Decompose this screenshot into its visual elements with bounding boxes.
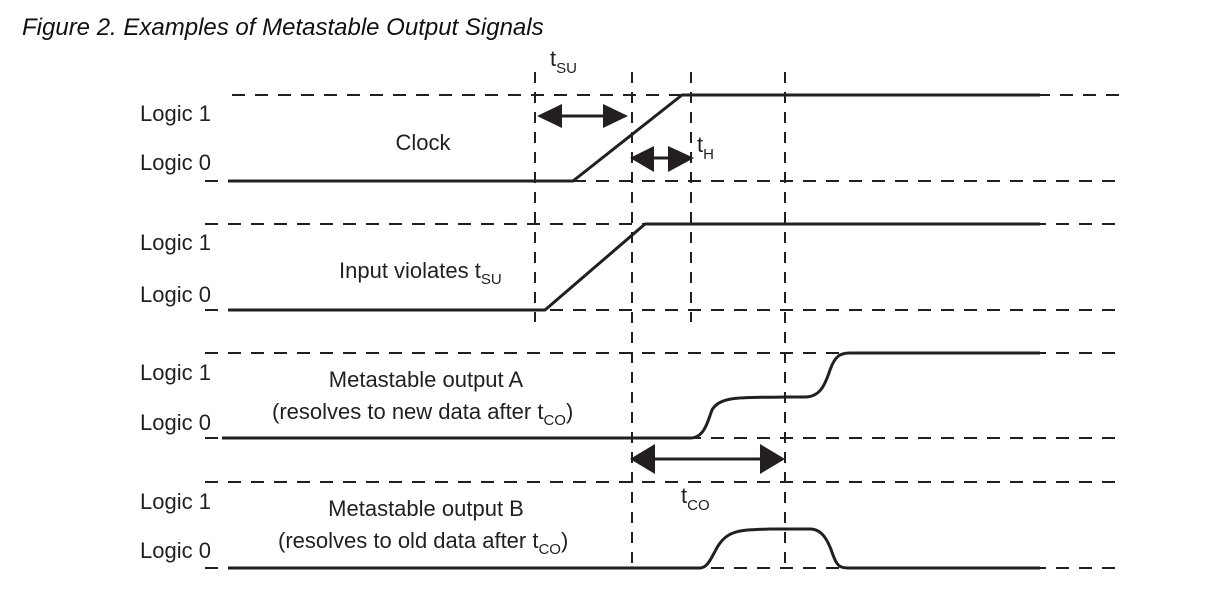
signal-names: Clock Input violates tSU Metastable outp… [272,130,573,558]
level-labels: Logic 1 Logic 0 Logic 1 Logic 0 Logic 1 … [140,101,211,563]
tsu-arrow [537,104,628,128]
th-label: tH [697,132,714,163]
output-a-description: (resolves to new data after tCO) [272,399,573,429]
clock-waveform [228,93,1040,183]
waveforms [222,93,1040,570]
clock-logic1-label: Logic 1 [140,101,211,126]
tco-arrow [630,444,785,474]
tco-label: tCO [681,483,710,514]
output-b-waveform [228,527,1040,570]
input-logic0-label: Logic 0 [140,282,211,307]
output-b-signal-name: Metastable output B [328,496,524,521]
tsu-label: tSU [550,46,577,77]
outa-logic1-label: Logic 1 [140,360,211,385]
input-signal-name: Input violates tSU [339,258,502,288]
output-a-waveform [222,351,1040,440]
figure-title: Figure 2. Examples of Metastable Output … [22,14,544,41]
input-waveform [228,222,1040,312]
output-b-description: (resolves to old data after tCO) [278,528,568,558]
outb-logic1-label: Logic 1 [140,489,211,514]
input-logic1-label: Logic 1 [140,230,211,255]
th-arrow [630,146,694,172]
outb-logic0-label: Logic 0 [140,538,211,563]
outa-logic0-label: Logic 0 [140,410,211,435]
clock-logic0-label: Logic 0 [140,150,211,175]
reference-grid [205,72,1120,569]
clock-signal-name: Clock [395,130,451,155]
output-a-signal-name: Metastable output A [329,367,524,392]
